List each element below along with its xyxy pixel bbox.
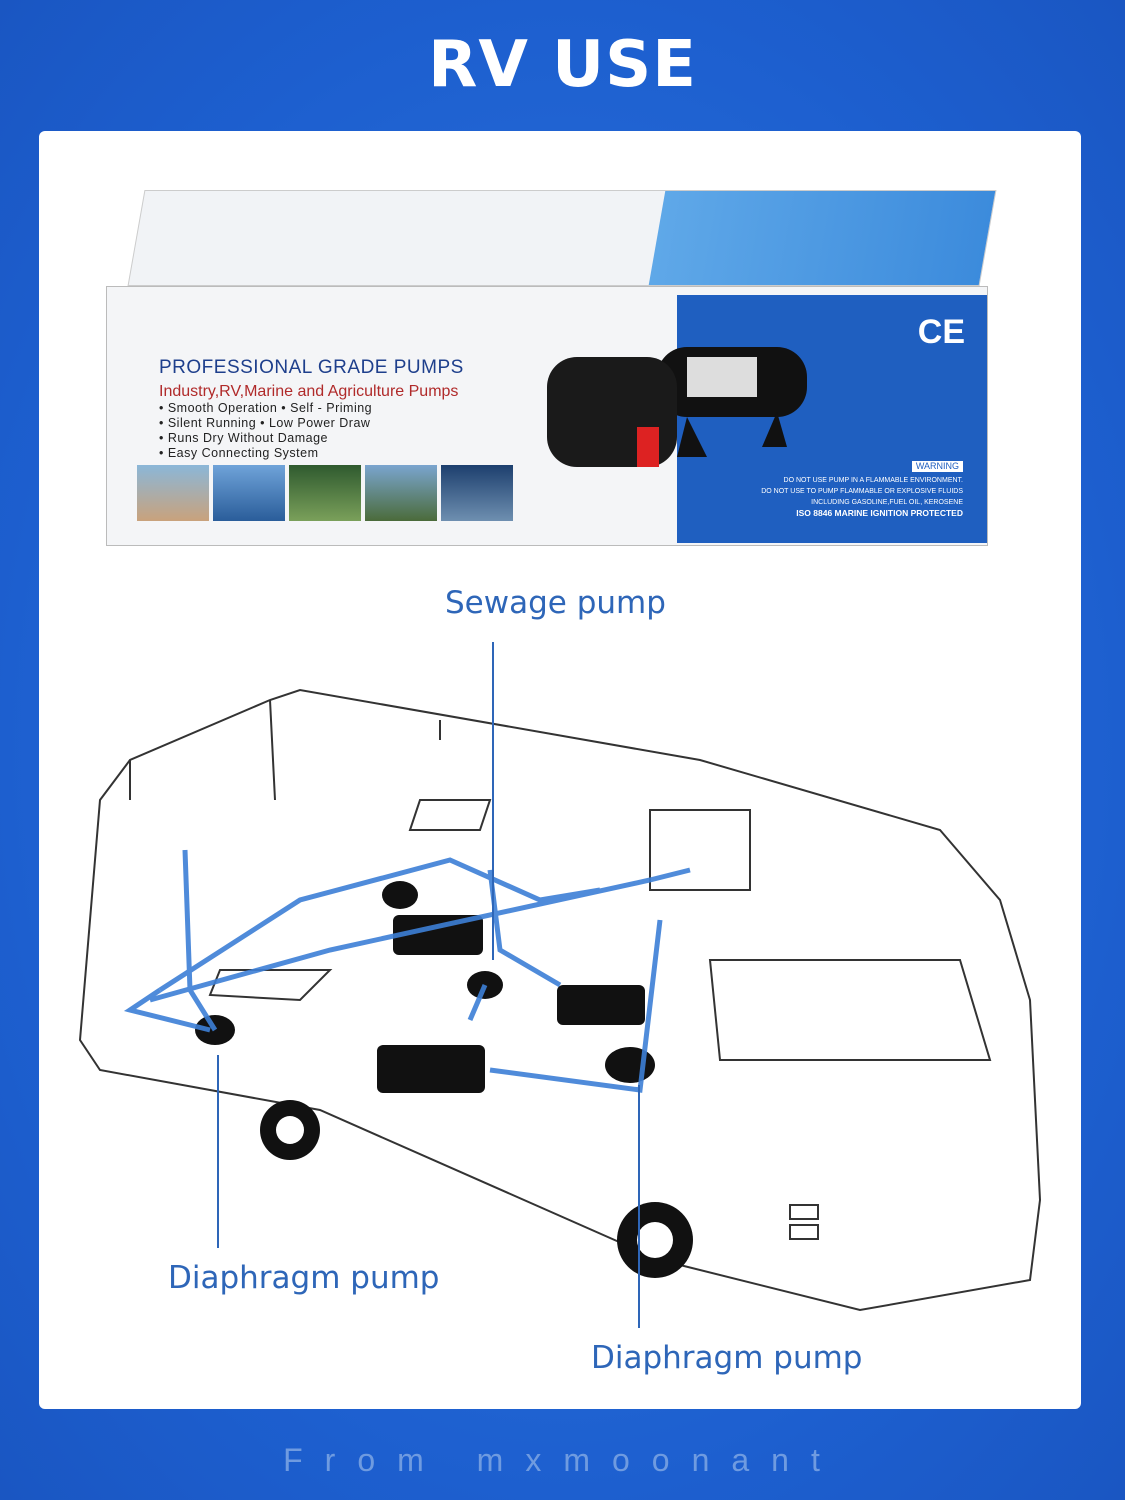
- diaphragm-pump-label-right: Diaphragm pump: [591, 1340, 863, 1376]
- box-subheading: Industry,RV,Marine and Agriculture Pumps: [159, 383, 459, 400]
- application-photos: [137, 465, 513, 521]
- feature-item: • Smooth Operation • Self - Priming: [159, 401, 373, 415]
- feature-item: • Runs Dry Without Damage: [159, 431, 329, 445]
- watermark-footer: From mxmoonant: [283, 1442, 842, 1478]
- pump-image: [547, 347, 807, 467]
- sewage-pump-label: Sewage pump: [445, 585, 666, 621]
- box-blue-panel: CE WARNING DO NOT USE PUMP IN A FLAMMABL…: [677, 295, 987, 543]
- box-heading: PROFESSIONAL GRADE PUMPS: [159, 357, 464, 378]
- ce-mark: CE: [917, 313, 965, 351]
- product-box: PROFESSIONAL GRADE PUMPS Industry,RV,Mar…: [106, 190, 997, 546]
- diaphragm-pump-label-left: Diaphragm pump: [168, 1260, 440, 1296]
- page-title: RV USE: [428, 28, 697, 102]
- feature-item: • Easy Connecting System: [159, 446, 319, 460]
- feature-item: • Silent Running • Low Power Draw: [159, 416, 371, 430]
- warning-text: WARNING DO NOT USE PUMP IN A FLAMMABLE E…: [761, 461, 963, 518]
- box-front: PROFESSIONAL GRADE PUMPS Industry,RV,Mar…: [106, 286, 988, 546]
